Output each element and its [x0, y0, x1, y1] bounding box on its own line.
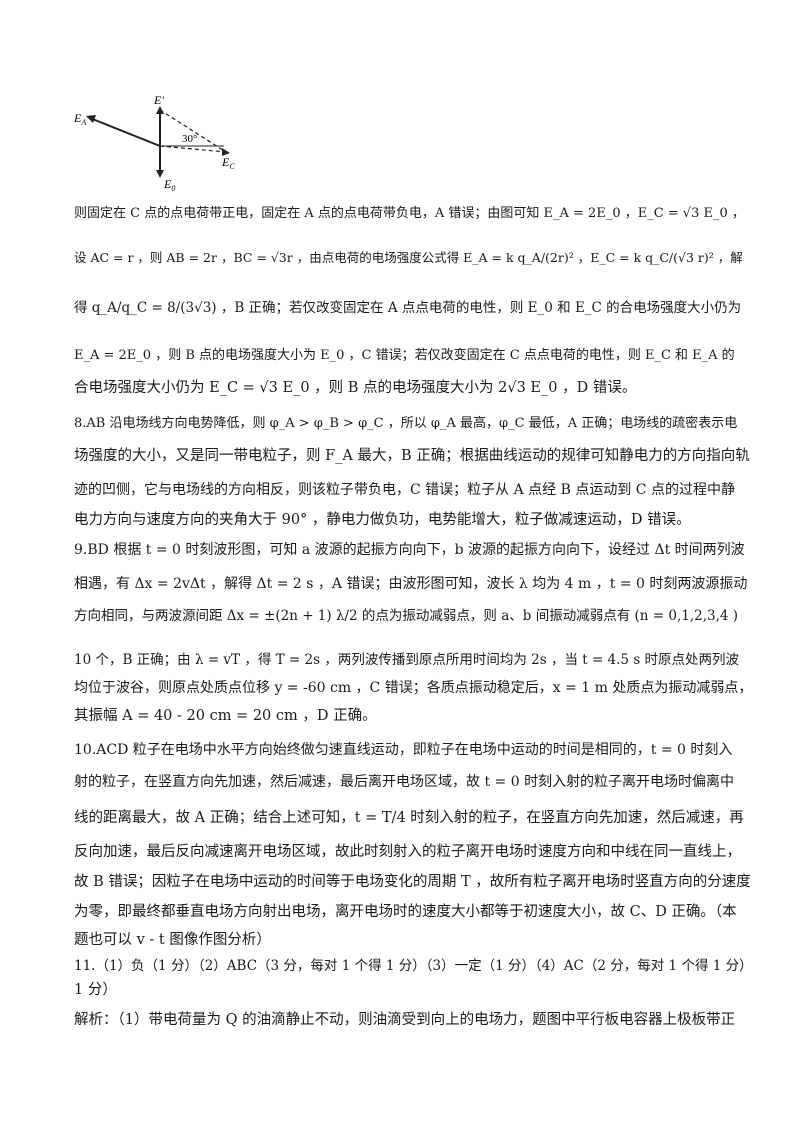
- text-line: 场强度的大小，又是同一带电粒子，则 F_A 最大，B 正确；根据曲线运动的规律可…: [74, 448, 750, 464]
- text-line: 解析：（1）带电荷量为 Q 的油滴静止不动，则油滴受到向上的电场力，题图中平行板…: [74, 1012, 736, 1028]
- text-line: 1 分）: [74, 982, 117, 998]
- vector-ea-arrowhead: [86, 115, 96, 123]
- text-line: 得 q_A/q_C = 8/(3√3) ，B 正确；若仅改变固定在 A 点点电荷…: [74, 300, 742, 316]
- text-line: 其振幅 A = 40 - 20 cm = 20 cm ，D 正确。: [74, 708, 377, 724]
- text-line: 为零，即最终都垂直电场方向射出电场，离开电场时的速度大小都等于初速度大小，故 C…: [74, 904, 737, 920]
- parallelogram-dashed-line: [159, 109, 227, 153]
- text-line: 合电场强度大小仍为 E_C = √3 E_0 ，则 B 点的电场强度大小为 2√…: [74, 380, 637, 396]
- electric-field-vector-diagram: EA E' 30° EC E0: [74, 93, 235, 192]
- text-line: 8.AB 沿电场线方向电势降低，则 φ_A > φ_B > φ_C ，所以 φ_…: [74, 416, 738, 431]
- vector-e0-arrowhead: [156, 170, 164, 178]
- text-line: 题也可以 v - t 图像作图分析）: [74, 932, 271, 948]
- text-line: E_A = 2E_0 ，则 B 点的电场强度大小为 E_0 ，C 错误；若仅改变…: [74, 348, 735, 363]
- text-line: 相遇，有 Δx = 2vΔt ，解得 Δt = 2 s ，A 错误；由波形图可知…: [74, 576, 748, 592]
- label-e0: E0: [163, 177, 175, 192]
- text-line: 则固定在 C 点的点电荷带正电，固定在 A 点的点电荷带负电，A 错误；由图可知…: [74, 206, 745, 221]
- text-line: 故 B 错误；因粒子在电场中运动的时间等于电场变化的周期 T ，故所有粒子离开电…: [74, 874, 751, 890]
- label-ec: EC: [221, 155, 235, 171]
- text-line: 11.（1）负（1 分）（2）ABC（3 分，每对 1 个得 1 分）（3）一定…: [74, 958, 753, 974]
- text-line: 迹的凹侧，它与电场线的方向相反，则该粒子带负电，C 错误；粒子从 A 点经 B …: [74, 482, 735, 498]
- text-line: 方向相同，与两波源间距 Δx = ±(2n + 1) λ/2 的点为振动减弱点，…: [74, 608, 739, 624]
- text-line: 10 个，B 正确；由 λ = vT ，得 T = 2s ，两列波传播到原点所用…: [74, 652, 740, 668]
- text-line: 9.BD 根据 t = 0 时刻波形图，可知 a 波源的起振方向向下，b 波源的…: [74, 542, 745, 558]
- text-line: 电力方向与速度方向的夹角大于 90° ，静电力做负功，电势能增大，粒子做减速运动…: [74, 512, 691, 528]
- text-line: 10.ACD 粒子在电场中水平方向始终做匀速直线运动，即粒子在电场中运动的时间是…: [74, 742, 733, 758]
- label-ea: EA: [74, 111, 86, 127]
- vector-ec: [159, 145, 227, 153]
- vector-ea: [89, 117, 161, 147]
- label-angle: 30°: [182, 133, 197, 145]
- label-e-prime: E': [153, 93, 164, 107]
- text-line: 射的粒子，在竖直方向先加速，然后减速，最后离开电场区域，故 t = 0 时刻入射…: [74, 774, 735, 790]
- text-line: 均位于波谷，则原点处质点位移 y = -60 cm ，C 错误；各质点振动稳定后…: [74, 680, 753, 696]
- text-line: 线的距离最大，故 A 正确；结合上述可知，t = T/4 时刻入射的粒子，在竖直…: [74, 810, 744, 826]
- text-line: 反向加速，最后反向减速离开电场区域，故此时刻射入的粒子离开电场时速度方向和中线在…: [74, 844, 741, 860]
- text-line: 设 AC = r ，则 AB = 2r ，BC = √3r ，由点电荷的电场强度…: [74, 250, 743, 265]
